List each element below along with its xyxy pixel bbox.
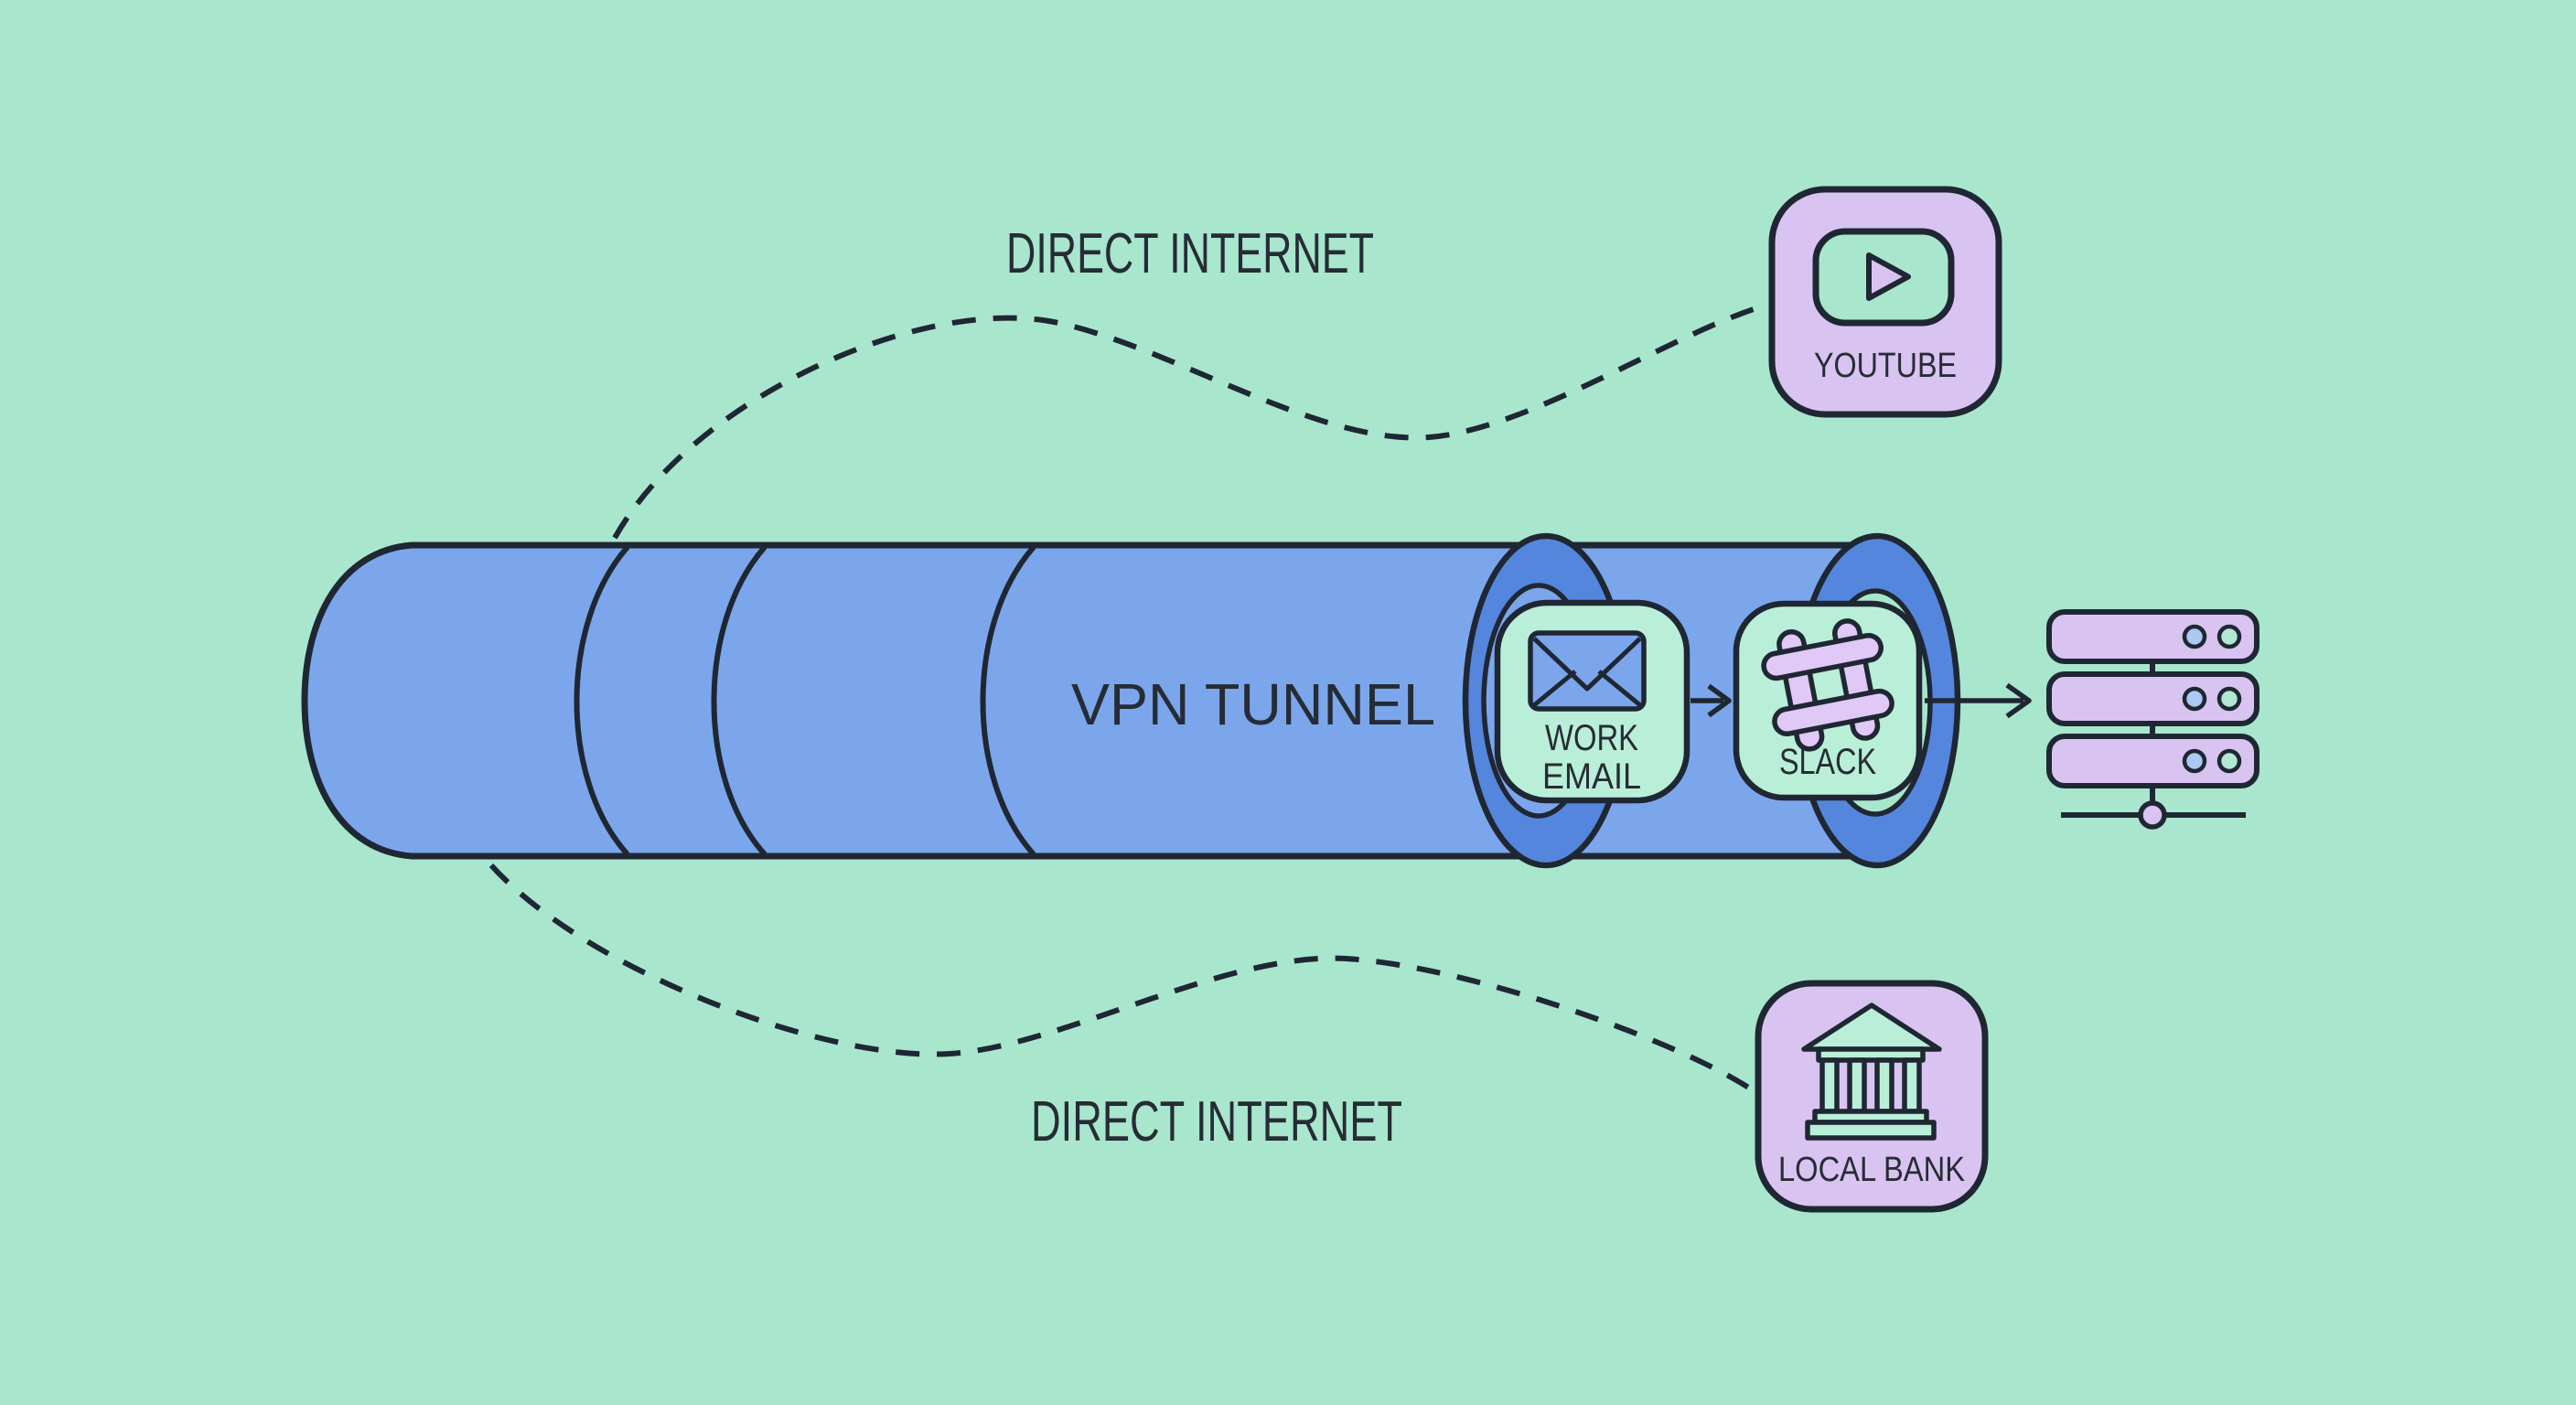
direct-route-top: DIRECT INTERNET [612,222,1766,540]
hashtag-icon [1761,618,1894,752]
work-email-label-line1: WORK [1545,718,1638,758]
play-icon [1812,228,1955,327]
dashed-curve-top [612,303,1766,540]
tunnel-segment-arc-1 [574,545,630,857]
work-email-label-line2: EMAIL [1542,756,1641,797]
youtube-app: YOUTUBE [1768,186,2002,418]
bank-icon [1801,1003,1942,1141]
direct-internet-bottom-label: DIRECT INTERNET [1031,1090,1402,1153]
local-bank-label: LOCAL BANK [1778,1151,1965,1189]
flow-arrow-slack-to-server [1925,682,2032,719]
envelope-icon [1528,630,1647,712]
slack-card: SLACK [1733,600,1923,801]
dashed-curve-bottom [488,863,1755,1093]
flow-arrow-email-to-slack [1690,683,1732,718]
youtube-label: YOUTUBE [1814,347,1957,385]
local-bank-app: LOCAL BANK [1755,980,1989,1213]
server-icon [2046,609,2259,830]
work-email-card: WORK EMAIL [1494,599,1690,804]
tunnel-segment-arc-3 [980,545,1036,857]
slack-label: SLACK [1779,742,1876,782]
network-node-dot [2138,800,2167,830]
direct-internet-top-label: DIRECT INTERNET [1006,222,1374,285]
direct-route-bottom: DIRECT INTERNET [488,863,1755,1153]
vpn-tunnel-label: VPN TUNNEL [1071,671,1435,737]
tunnel-segment-arc-2 [711,545,767,857]
